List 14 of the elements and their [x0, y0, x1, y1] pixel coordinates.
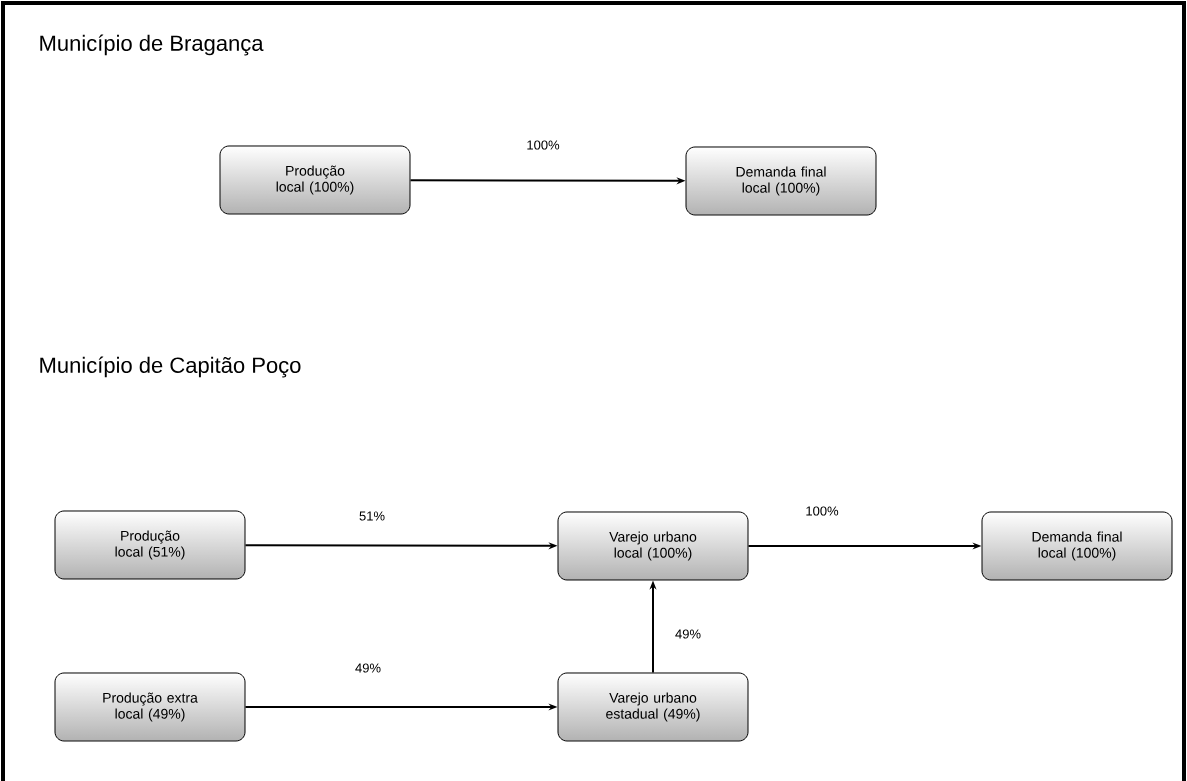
edge-label: 51% — [359, 511, 385, 521]
section-heading: Município de Bragança — [40, 34, 264, 56]
section-heading: Município de Capitão Poço — [40, 356, 301, 378]
process-box: Produção local (100%) — [219, 145, 411, 215]
process-box: Demanda final local (100%) — [981, 511, 1173, 581]
process-box: Varejo urbano estadual (49%) — [557, 672, 749, 742]
edge-label: 49% — [675, 629, 701, 639]
process-box: Produção extra local (49%) — [54, 672, 246, 742]
process-box: Demanda final local (100%) — [685, 146, 877, 216]
edge-label: 49% — [355, 663, 381, 673]
edge-label: 100% — [806, 506, 839, 516]
process-box: Produção local (51%) — [54, 510, 246, 580]
process-box: Varejo urbano local (100%) — [557, 511, 749, 581]
edge-label: 100% — [527, 140, 560, 150]
